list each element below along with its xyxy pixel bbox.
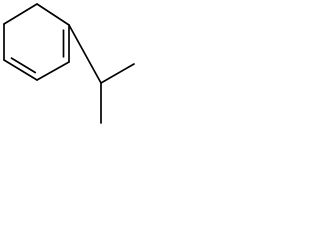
skeletal-structure [3,3,135,124]
bond-c6-c7 [68,24,102,84]
bond-layer [3,3,135,124]
bond-c1-c2 [3,3,38,25]
molecule-diagram [0,0,146,128]
bond-c3-c4 [3,59,38,81]
bond-c7-c8 [100,63,135,84]
bond-c3-c4-inner [10,57,37,74]
bond-c4-c5 [36,61,70,81]
bond-c6-c1 [36,3,70,26]
